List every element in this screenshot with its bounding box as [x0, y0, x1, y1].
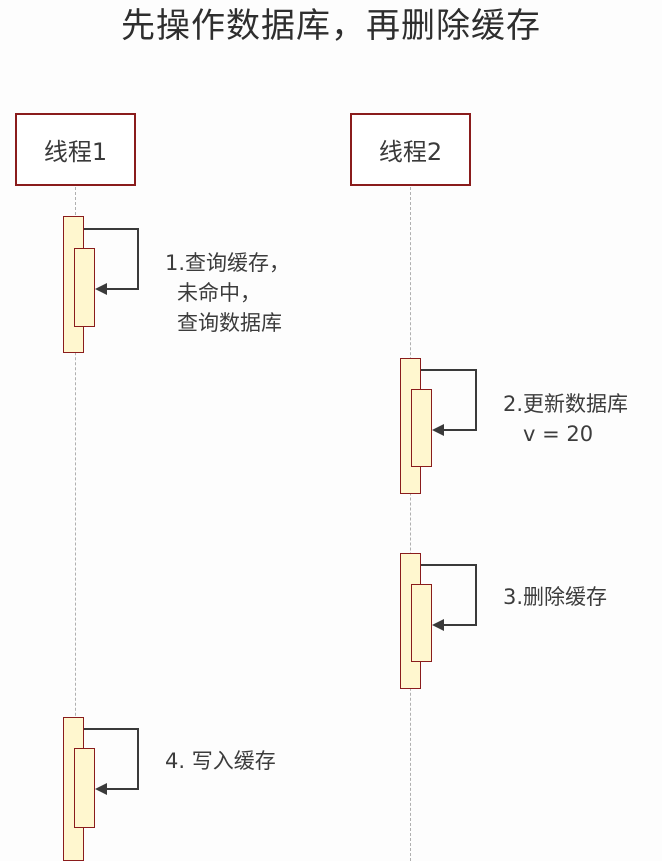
activation-bar-nested — [74, 748, 95, 828]
message-label-line: 1.查询缓存， — [165, 251, 291, 275]
message-label-line: 未命中， — [177, 281, 261, 305]
lifeline-thread-2 — [410, 187, 411, 861]
self-message-arrow-2 — [421, 369, 477, 436]
message-label-line: 4. 写入缓存 — [165, 749, 276, 773]
self-message-arrow-1 — [84, 228, 139, 295]
message-label-2: 2.更新数据库 v = 20 — [503, 389, 628, 449]
participant-label: 线程2 — [378, 138, 443, 166]
participant-label: 线程1 — [43, 138, 108, 166]
participant-thread-1: 线程1 — [15, 113, 136, 186]
self-message-arrow-4 — [84, 728, 139, 795]
activation-bar-nested — [74, 248, 95, 327]
diagram-title: 先操作数据库，再删除缓存 — [121, 6, 541, 46]
message-label-line: v = 20 — [523, 422, 594, 446]
self-message-arrow-3 — [421, 564, 477, 631]
message-label-4: 4. 写入缓存 — [165, 746, 276, 776]
participant-thread-2: 线程2 — [350, 113, 471, 186]
message-label-1: 1.查询缓存， 未命中， 查询数据库 — [165, 248, 290, 338]
activation-bar-nested — [411, 389, 432, 467]
message-label-line: 2.更新数据库 — [503, 392, 629, 416]
lifeline-thread-1 — [75, 187, 76, 861]
message-label-line: 查询数据库 — [177, 311, 282, 335]
message-label-3: 3.删除缓存 — [503, 582, 607, 612]
message-label-line: 3.删除缓存 — [503, 585, 608, 609]
activation-bar-nested — [411, 584, 432, 662]
